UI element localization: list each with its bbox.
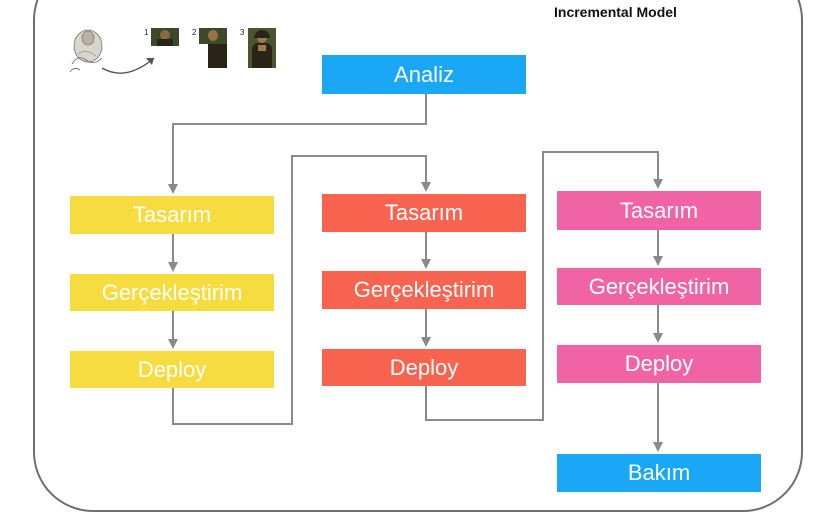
analiz-box: Analiz	[322, 55, 526, 94]
increment-2-gerceklestirim-box: Gerçekleştirim	[322, 271, 526, 309]
increment-1-tasarim-box: Tasarım	[70, 196, 274, 234]
painting-step-2-icon	[199, 28, 227, 68]
increment-1-deploy-box: Deploy	[70, 351, 274, 388]
sketch-icon	[69, 29, 155, 74]
step-label-2: 2	[192, 28, 197, 37]
painting-step-3-icon	[248, 28, 276, 68]
step-label-1: 1	[144, 28, 149, 37]
connector-analiz-to-tasarim-1	[168, 94, 427, 194]
bakim-box: Bakım	[557, 454, 761, 492]
increment-2-deploy-label: Deploy	[389, 354, 459, 380]
increment-2-gerceklestirim-label: Gerçekleştirim	[353, 277, 495, 302]
increment-2-tasarim-label: Tasarım	[384, 200, 464, 225]
increment-2-deploy-box: Deploy	[322, 349, 526, 386]
analiz-label: Analiz	[394, 61, 454, 87]
step-label-3: 3	[240, 28, 245, 37]
increment-3-deploy-label: Deploy	[624, 351, 694, 376]
increment-1-gerceklestirim-box: Gerçekleştirim	[70, 274, 274, 311]
connector-deploy-1-to-tasarim-2	[172, 155, 431, 425]
increment-3-deploy-box: Deploy	[557, 345, 761, 383]
increment-1-deploy-label: Deploy	[137, 356, 207, 382]
increment-3-gerceklestirim-label: Gerçekleştirim	[588, 273, 730, 299]
increment-3-tasarim-box: Tasarım	[557, 191, 761, 230]
increment-2-tasarim-box: Tasarım	[322, 194, 526, 232]
increment-3-gerceklestirim-box: Gerçekleştirim	[557, 268, 761, 305]
bakim-label: Bakım	[627, 460, 691, 485]
diagram-frame	[33, 0, 803, 512]
increment-1-gerceklestirim-label: Gerçekleştirim	[101, 279, 243, 305]
painting-step-1-icon	[151, 28, 179, 46]
increment-1-tasarim-label: Tasarım	[132, 202, 212, 227]
mona-lisa-incremental-icon: 1 2 3	[64, 24, 284, 84]
diagram-title: Incremental Model	[554, 4, 677, 20]
connector-deploy-2-to-tasarim-3	[425, 151, 663, 421]
increment-3-tasarim-label: Tasarım	[619, 197, 699, 223]
